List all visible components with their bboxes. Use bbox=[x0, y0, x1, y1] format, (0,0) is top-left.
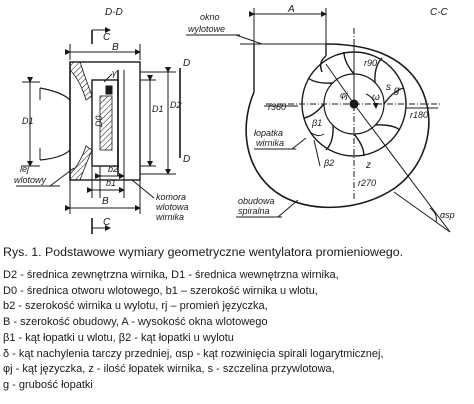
label-c-top: C bbox=[103, 32, 111, 43]
label-okno-2: wylotowe bbox=[188, 24, 225, 34]
legend-line-5: β1 - kąt łopatki u wlotu, β2 - kąt łopat… bbox=[3, 331, 234, 344]
label-z: z bbox=[365, 160, 371, 171]
label-beta2: β2 bbox=[323, 158, 334, 168]
label-d-right: D bbox=[183, 58, 190, 69]
label-d-left: D bbox=[183, 154, 190, 165]
label-okno-1: okno bbox=[200, 12, 220, 22]
label-lopatka-1: łopatka bbox=[254, 128, 283, 138]
legend-line-6: δ - kąt nachylenia tarczy przedniej, αsp… bbox=[3, 347, 384, 360]
section-cc-title: C-C bbox=[430, 7, 449, 18]
label-lopatka-2: wirnika bbox=[256, 138, 284, 148]
label-obudowa-2: spiralna bbox=[238, 206, 270, 216]
legend-line-3: b2 - szerokość wirnika u wylotu, rj – pr… bbox=[3, 300, 268, 313]
label-r90: r90 bbox=[364, 58, 377, 68]
label-b: B bbox=[112, 42, 119, 53]
legend-line-8: g - grubość łopatki bbox=[3, 378, 93, 391]
label-g: g bbox=[394, 85, 400, 96]
label-r360: r360 bbox=[268, 102, 286, 112]
legend-line-7: φj - kąt języczka, z - ilość łopatek wir… bbox=[3, 363, 335, 376]
label-b1: b1 bbox=[106, 178, 116, 188]
label-s: s bbox=[386, 82, 391, 93]
fan-geometry-diagram: D-D C B γ D0 D1 bbox=[14, 4, 455, 234]
label-d1-left: D1 bbox=[22, 116, 34, 126]
label-lej: lej bbox=[20, 164, 30, 174]
label-obudowa-1: obudowa bbox=[238, 196, 275, 206]
label-d1: D1 bbox=[152, 104, 164, 114]
label-komora-3: wirnika bbox=[156, 212, 184, 222]
legend: D2 - średnica zewnętrzna wirnika, D1 - ś… bbox=[3, 268, 473, 394]
label-omega: ω bbox=[372, 92, 380, 103]
section-dd-title: D-D bbox=[105, 7, 123, 18]
label-d2: D2 bbox=[170, 100, 182, 110]
label-phi: φj bbox=[340, 90, 349, 100]
label-a: A bbox=[287, 4, 295, 15]
label-komora-1: komora bbox=[156, 192, 186, 202]
section-dd-view: D-D C B γ D0 D1 bbox=[14, 7, 190, 234]
legend-line-1: D2 - średnica zewnętrzna wirnika, D1 - ś… bbox=[3, 269, 339, 281]
figure-caption: Rys. 1. Podstawowe wymiary geometryczne … bbox=[3, 245, 404, 259]
legend-line-2: D0 - średnica otworu wlotowego, b1 – sze… bbox=[3, 284, 318, 297]
label-b-bottom: B bbox=[102, 196, 109, 207]
label-r180: r180 bbox=[410, 110, 428, 120]
label-b2: b2 bbox=[108, 164, 118, 174]
label-beta1: β1 bbox=[311, 118, 322, 128]
label-gamma: γ bbox=[112, 68, 117, 78]
label-alpha: αsp bbox=[440, 210, 455, 220]
section-cc-view: C-C okno wylotowe A bbox=[186, 4, 455, 233]
label-komora-2: wlotowa bbox=[156, 202, 189, 212]
label-d0: D0 bbox=[94, 115, 104, 127]
label-c-bottom: C bbox=[103, 217, 111, 228]
label-r270: r270 bbox=[358, 178, 376, 188]
label-wlotowy: wlotowy bbox=[14, 175, 47, 185]
legend-line-4: B - szerokość obudowy, A - wysokość okna… bbox=[3, 316, 268, 329]
